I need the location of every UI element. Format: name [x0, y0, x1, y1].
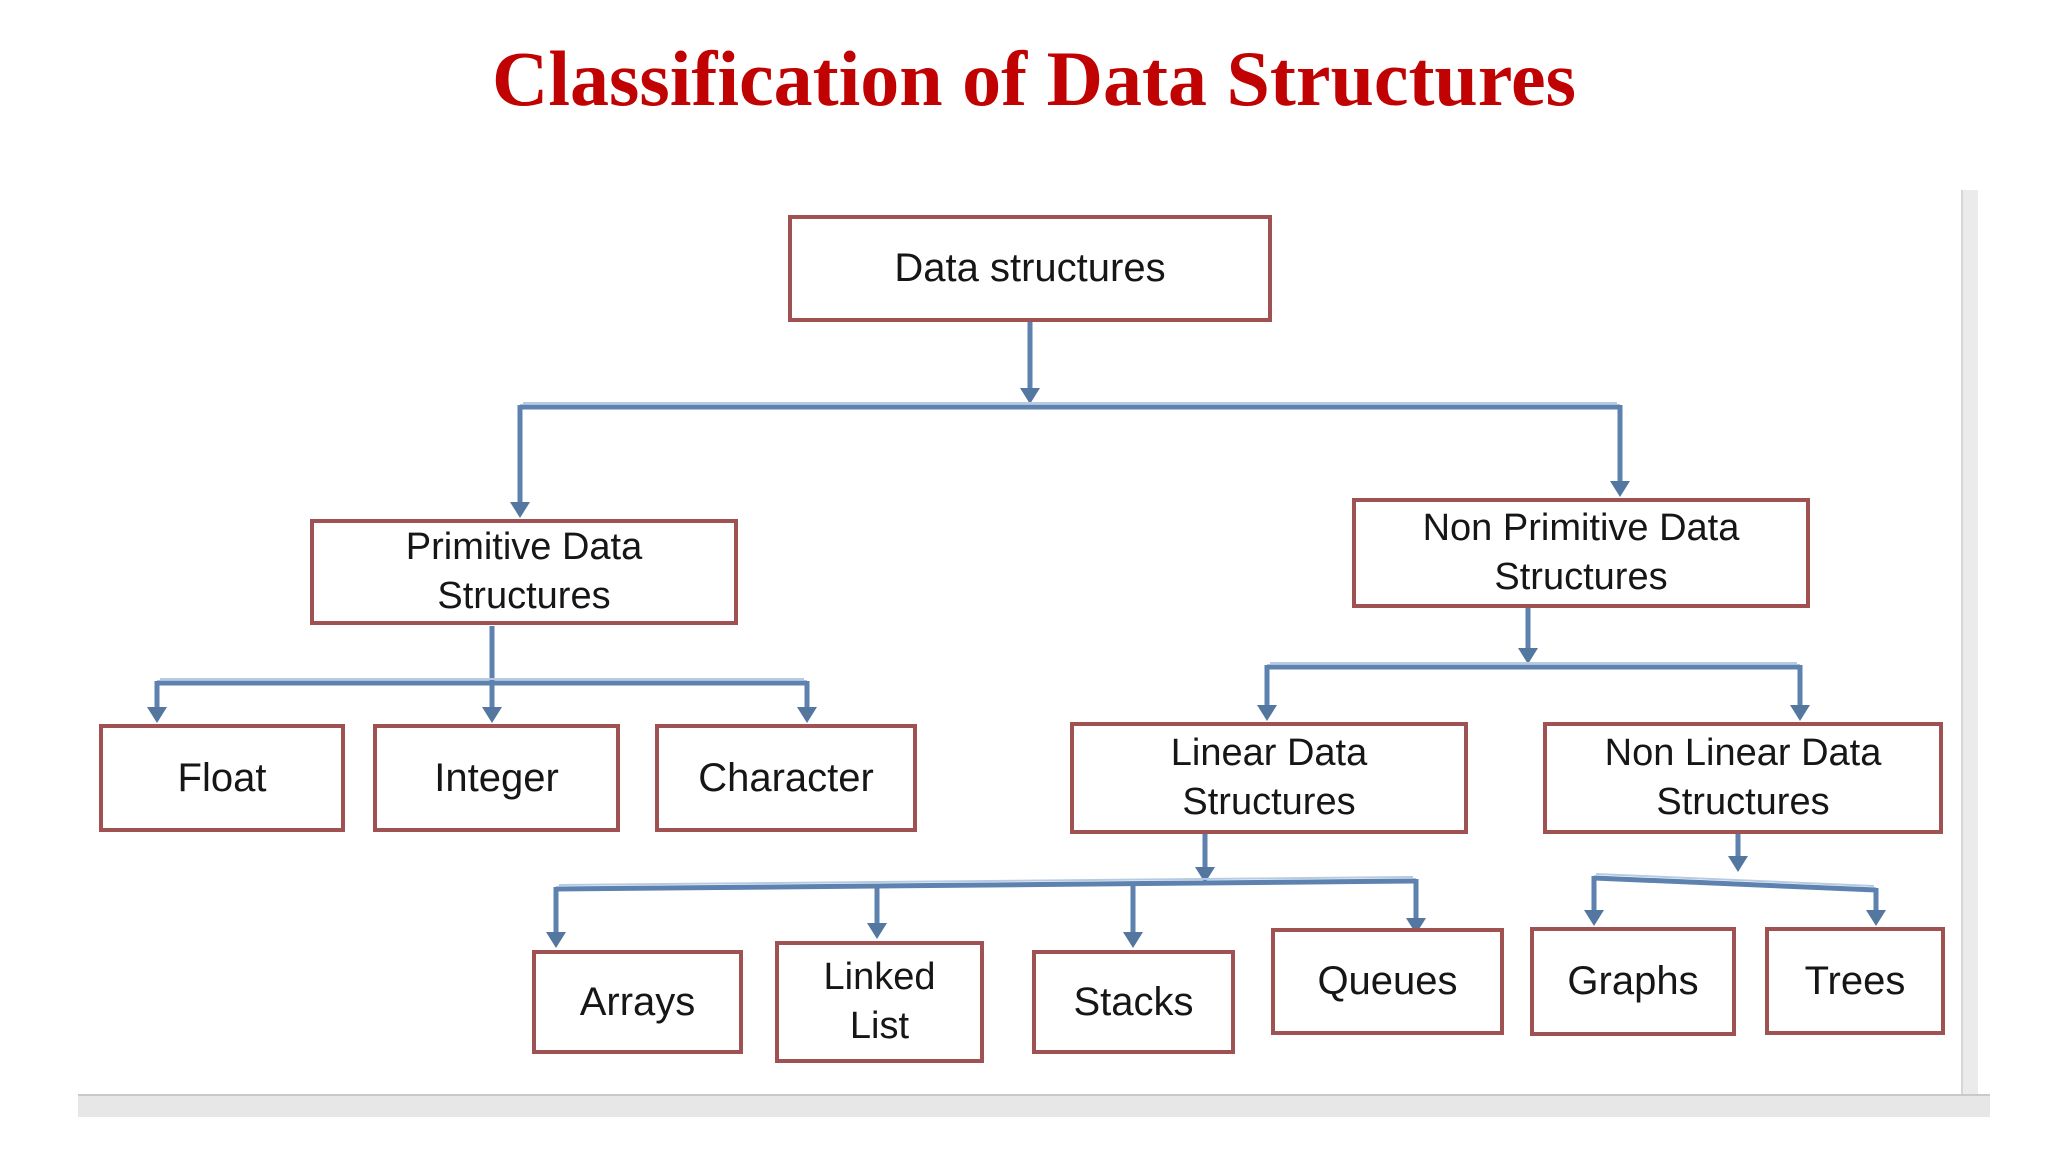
edge-root-to-level2 [510, 322, 1630, 518]
arrowhead-icon [147, 707, 167, 723]
edge-linear-to-children [546, 834, 1426, 948]
arrowhead-icon [1518, 648, 1538, 664]
arrowhead-icon [1610, 481, 1630, 497]
arrowhead-icon [867, 923, 887, 939]
arrowhead-icon [1123, 932, 1143, 948]
node-label: Linked [823, 956, 936, 999]
node-graphs: Graphs [1530, 927, 1736, 1036]
arrowhead-icon [1257, 705, 1277, 721]
node-label: Linear Data [1170, 732, 1368, 775]
node-linked-list: Linked List [775, 941, 984, 1063]
arrowhead-icon [1406, 918, 1426, 934]
node-label: Stacks [1073, 979, 1194, 1024]
node-stacks: Stacks [1032, 950, 1235, 1054]
node-label: Float [177, 755, 267, 800]
node-label: List [849, 1005, 910, 1047]
arrowhead-icon [1790, 705, 1810, 721]
node-label: Primitive Data [405, 526, 643, 569]
node-character: Character [655, 724, 917, 832]
node-integer: Integer [373, 724, 620, 832]
page-edge-right-strip [1961, 190, 1978, 1094]
node-float: Float [99, 724, 345, 832]
node-label: Structures [1182, 781, 1356, 823]
node-label: Integer [434, 755, 559, 800]
arrowhead-icon [546, 932, 566, 948]
node-trees: Trees [1765, 927, 1945, 1035]
node-label: Trees [1804, 958, 1906, 1003]
node-primitive-data-structures: Primitive Data Structures [310, 519, 738, 625]
node-label: Character [698, 755, 874, 800]
node-label: Structures [437, 575, 611, 617]
node-data-structures: Data structures [788, 215, 1272, 322]
edge-primitive-to-children [147, 626, 817, 723]
edge-nonlinear-to-children [1584, 834, 1886, 926]
node-label: Structures [1656, 781, 1830, 823]
node-label: Non Primitive Data [1422, 507, 1740, 550]
arrowhead-icon [1584, 910, 1604, 926]
arrowhead-icon [510, 502, 530, 518]
node-label: Non Linear Data [1604, 732, 1882, 775]
arrowhead-icon [1195, 867, 1215, 883]
arrowhead-icon [1866, 910, 1886, 926]
arrowhead-icon [1020, 388, 1040, 404]
node-label: Data structures [894, 246, 1166, 291]
arrowhead-icon [797, 707, 817, 723]
node-non-primitive-data-structures: Non Primitive Data Structures [1352, 498, 1810, 608]
node-label: Structures [1494, 556, 1668, 598]
node-arrays: Arrays [532, 950, 743, 1054]
edge-nonprimitive-to-children [1257, 608, 1810, 721]
page-edge-bottom-bar [78, 1094, 1990, 1117]
arrowhead-icon [1728, 856, 1748, 872]
node-label: Graphs [1567, 959, 1699, 1004]
node-label: Arrays [579, 979, 696, 1024]
arrowhead-icon [482, 707, 502, 723]
node-non-linear-data-structures: Non Linear Data Structures [1543, 722, 1943, 834]
node-linear-data-structures: Linear Data Structures [1070, 722, 1468, 834]
node-queues: Queues [1271, 928, 1504, 1035]
page-title: Classification of Data Structures [492, 35, 1576, 122]
node-label: Queues [1317, 959, 1458, 1004]
